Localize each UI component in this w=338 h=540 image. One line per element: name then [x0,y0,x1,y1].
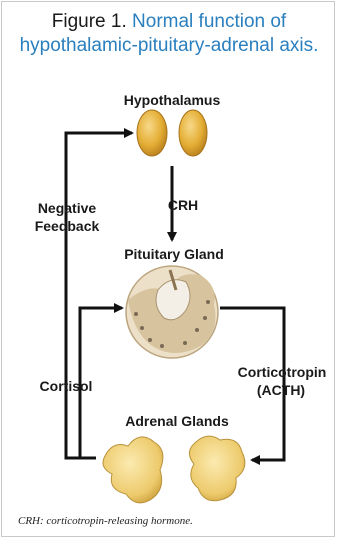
corticotropin-label: Corticotropin [228,364,336,380]
figure-caption: CRH: corticotropin-releasing hormone. [18,515,193,527]
crh-label: CRH [158,197,208,213]
hypothalamus-label: Hypothalamus [112,92,232,108]
cortisol-label: Cortisol [26,378,106,394]
negative-feedback-arrow [66,133,132,458]
acth-label: (ACTH) [246,382,316,398]
adrenal-label: Adrenal Glands [112,413,242,429]
negative-label: Negative [22,200,112,216]
pituitary-icon [126,266,218,358]
feedback-label: Feedback [22,218,112,234]
adrenal-glands-icon [103,436,245,503]
pituitary-label: Pituitary Gland [104,246,244,262]
hypothalamus-icon [137,110,207,156]
